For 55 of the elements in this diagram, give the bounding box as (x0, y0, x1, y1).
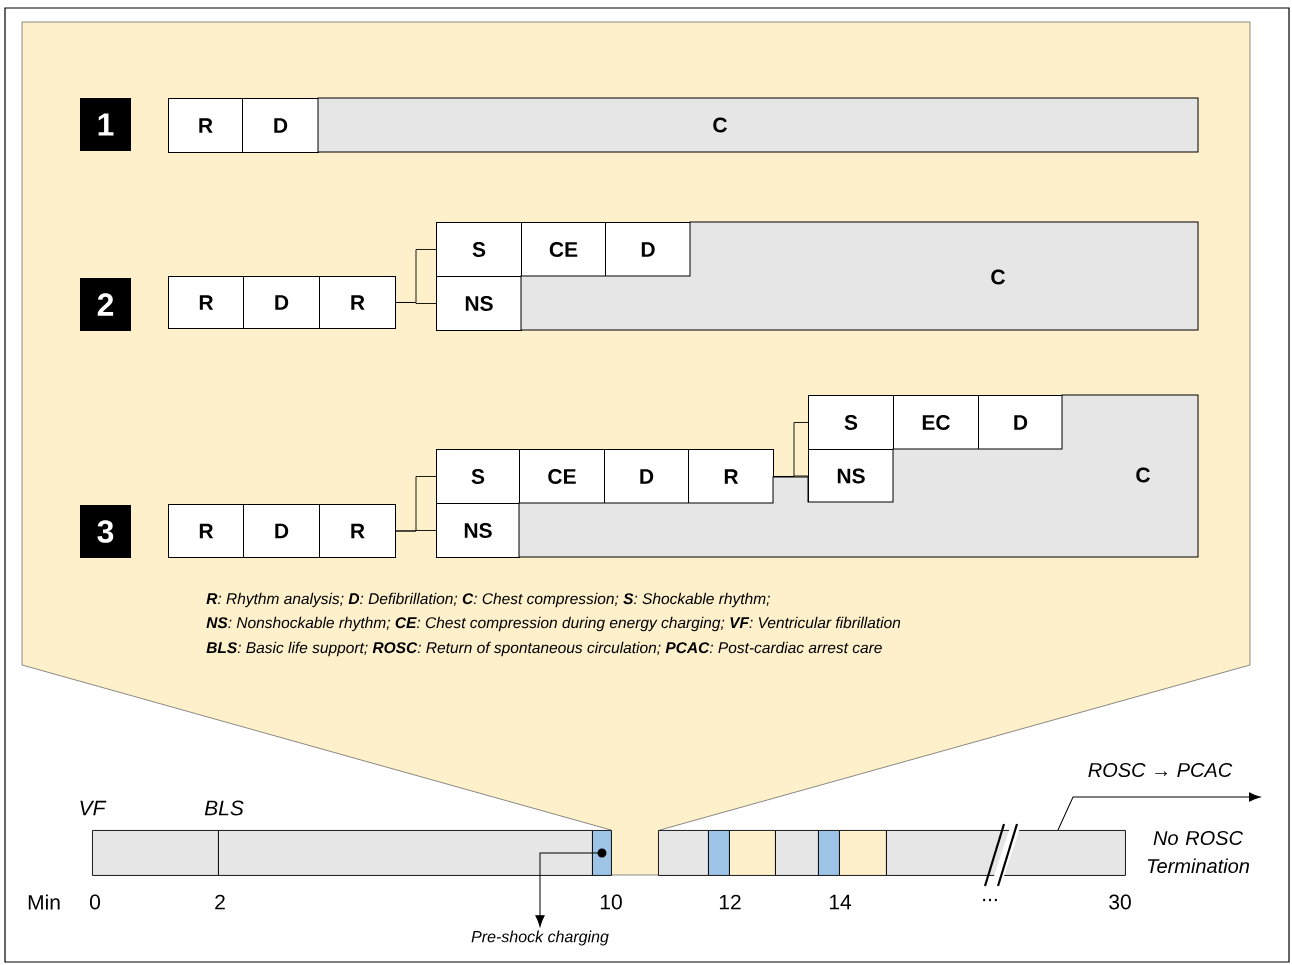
step-box: D (978, 395, 1063, 450)
step-box: R (168, 98, 243, 153)
timeline-segment (886, 830, 1126, 876)
timeline-segment (708, 830, 730, 876)
timeline-segment (839, 830, 887, 876)
step-box: D (243, 276, 320, 329)
step-box: R (319, 276, 396, 329)
step-box: D (605, 222, 691, 277)
phase-label: BLS (204, 800, 244, 816)
axis-tick-label: ... (983, 898, 997, 902)
outcome-label: No ROSC Termination (1147, 830, 1249, 874)
axis-tick-label: 10 (600, 894, 622, 910)
step-box: S (436, 222, 522, 277)
axis-tick-label: 12 (719, 894, 741, 910)
timeline-segment (818, 830, 840, 876)
step-box: R (168, 276, 244, 329)
step-box: D (604, 449, 689, 504)
step-box: NS (436, 276, 522, 331)
abbreviation-note: BLS: Basic life support; ROSC: Return of spontaneous circulation; PCAC: Post-cardiac arrest care (206, 641, 882, 657)
step-box: R (168, 504, 244, 558)
edge-label: ROSC → PCAC (1088, 762, 1233, 778)
step-box: D (242, 98, 319, 153)
step-box: S (436, 449, 520, 504)
axis-tick-label: Min (28, 894, 60, 910)
branch-connector (395, 302, 437, 304)
step-box: NS (808, 449, 894, 503)
timeline-segment (729, 830, 776, 876)
timeline-segment (592, 830, 612, 876)
step-box: CE (519, 449, 605, 504)
row-number-badge: 1 (80, 98, 131, 151)
leader-arrow (535, 852, 593, 927)
step-box: EC (893, 395, 979, 450)
step-box: R (319, 504, 396, 558)
abbreviation-note: R: Rhythm analysis; D: Defibrillation; C: Chest compression; S: Shockable rhythm; (206, 592, 770, 608)
timeline-segment (658, 830, 709, 876)
timeline-segment (775, 830, 819, 876)
branch-connector (395, 530, 437, 532)
callout-text: Pre-shock charging (471, 930, 609, 946)
step-box: CE (521, 222, 606, 277)
timeline-segment (92, 830, 219, 876)
phase-label: VF (80, 800, 107, 816)
step-box: NS (436, 503, 520, 558)
step-box: S (808, 395, 894, 450)
axis-tick-label: 14 (829, 894, 852, 910)
row-number-badge: 3 (80, 505, 131, 558)
outcome-arrow (1057, 792, 1261, 831)
abbreviation-note: NS: Nonshockable rhythm; CE: Chest compression during energy charging; VF: Ventricular fibrillation (206, 616, 901, 632)
compression-area: C (317, 97, 1199, 153)
axis-tick-label: 30 (1109, 894, 1131, 910)
branch-connector (773, 475, 809, 477)
axis-tick-label: 0 (90, 894, 100, 910)
step-box: R (688, 449, 774, 504)
step-box: D (243, 504, 320, 558)
axis-tick-label: 2 (215, 894, 225, 910)
row-number-badge: 2 (80, 278, 131, 331)
